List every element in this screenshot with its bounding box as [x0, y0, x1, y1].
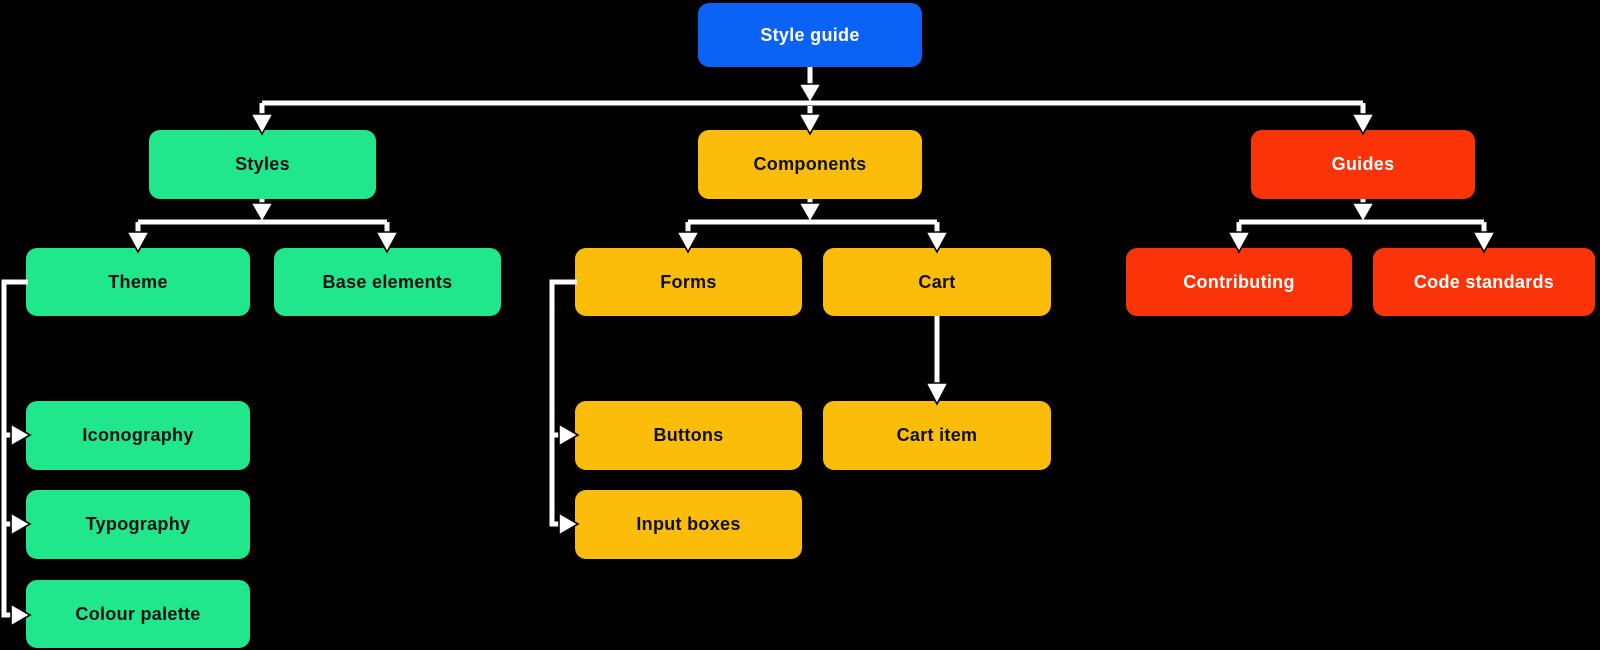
node-label: Input boxes: [636, 514, 741, 534]
node-label: Base elements: [322, 271, 453, 292]
node-label: Colour palette: [75, 603, 201, 624]
edge-forms-children: [549, 279, 580, 537]
node-label: Theme: [108, 271, 168, 292]
edge-components-children: [675, 199, 950, 254]
node-cart[interactable]: Cart: [823, 248, 1051, 316]
node-label: Cart: [918, 271, 956, 292]
node-label: Components: [753, 154, 867, 174]
node-cart-item[interactable]: Cart item: [823, 401, 1051, 470]
node-styles[interactable]: Styles: [149, 130, 376, 199]
node-label: Style guide: [760, 24, 860, 45]
edge-guides-children: [1226, 199, 1497, 254]
edge-styles-children: [125, 199, 400, 254]
node-label: Code standards: [1413, 271, 1555, 292]
node-code-standards[interactable]: Code standards: [1373, 248, 1595, 316]
node-typography[interactable]: Typography: [26, 490, 250, 559]
node-label: Contributing: [1183, 271, 1295, 292]
node-base-elements[interactable]: Base elements: [274, 248, 501, 316]
edge-cart-cartitem: [924, 316, 950, 406]
node-forms[interactable]: Forms: [575, 248, 802, 316]
node-label: Typography: [85, 514, 191, 534]
node-label: Cart item: [896, 425, 978, 445]
node-theme[interactable]: Theme: [26, 248, 250, 316]
edge-styleguide-rail: [262, 67, 1363, 106]
node-label: Forms: [660, 271, 717, 292]
node-label: Styles: [235, 154, 290, 174]
node-buttons[interactable]: Buttons: [575, 401, 802, 470]
node-input-boxes[interactable]: Input boxes: [575, 490, 802, 559]
node-contributing[interactable]: Contributing: [1126, 248, 1352, 316]
node-style-guide[interactable]: Style guide: [698, 3, 922, 67]
node-components[interactable]: Components: [698, 130, 922, 199]
node-label: Iconography: [82, 425, 194, 445]
node-label: Buttons: [653, 425, 724, 445]
node-iconography[interactable]: Iconography: [26, 401, 250, 470]
node-colour-palette[interactable]: Colour palette: [26, 580, 250, 648]
node-guides[interactable]: Guides: [1251, 130, 1475, 199]
node-label: Guides: [1331, 154, 1395, 174]
